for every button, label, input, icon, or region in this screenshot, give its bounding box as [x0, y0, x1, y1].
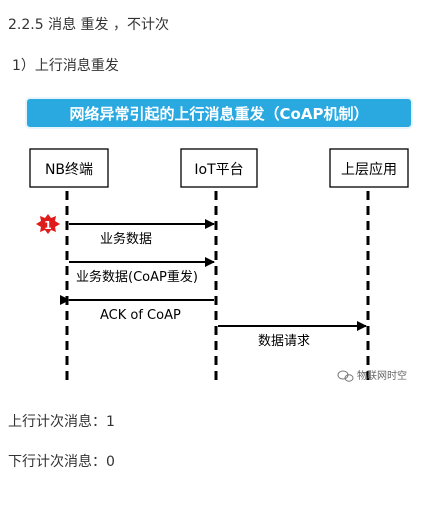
message-label-uplink-data: 业务数据: [100, 231, 152, 247]
error-marker-icon: 1: [36, 214, 60, 234]
subsection-heading: 1）上行消息重发: [12, 58, 119, 74]
svg-text:1: 1: [44, 219, 52, 232]
downlink-count-text: 下行计次消息：0: [8, 454, 115, 470]
diagram-banner-title: 网络异常引起的上行消息重发（CoAP机制）: [70, 105, 369, 123]
actor-label-nb-terminal: NB终端: [45, 162, 93, 178]
message-label-data-request: 数据请求: [258, 334, 310, 349]
message-label-uplink-retransmit: 业务数据(CoAP重发): [76, 269, 198, 285]
uplink-count-text: 上行计次消息：1: [8, 414, 115, 430]
watermark: 物联网时空: [337, 369, 407, 382]
sequence-diagram: 网络异常引起的上行消息重发（CoAP机制） NB终端 IoT平台 上层应用 1 …: [22, 90, 422, 386]
diagram-canvas: [22, 90, 422, 386]
watermark-text: 物联网时空: [357, 369, 407, 382]
message-label-ack: ACK of CoAP: [100, 308, 181, 323]
diagram-banner: [25, 97, 413, 129]
actor-box-upper-app: [329, 148, 409, 188]
actor-box-nb-terminal: [29, 148, 109, 188]
actor-label-iot-platform: IoT平台: [194, 162, 243, 178]
wechat-icon: [337, 370, 354, 382]
section-heading: 2.2.5 消息 重发 ，不计次: [8, 17, 169, 33]
actor-box-iot-platform: [180, 148, 258, 188]
actor-label-upper-app: 上层应用: [341, 161, 397, 178]
